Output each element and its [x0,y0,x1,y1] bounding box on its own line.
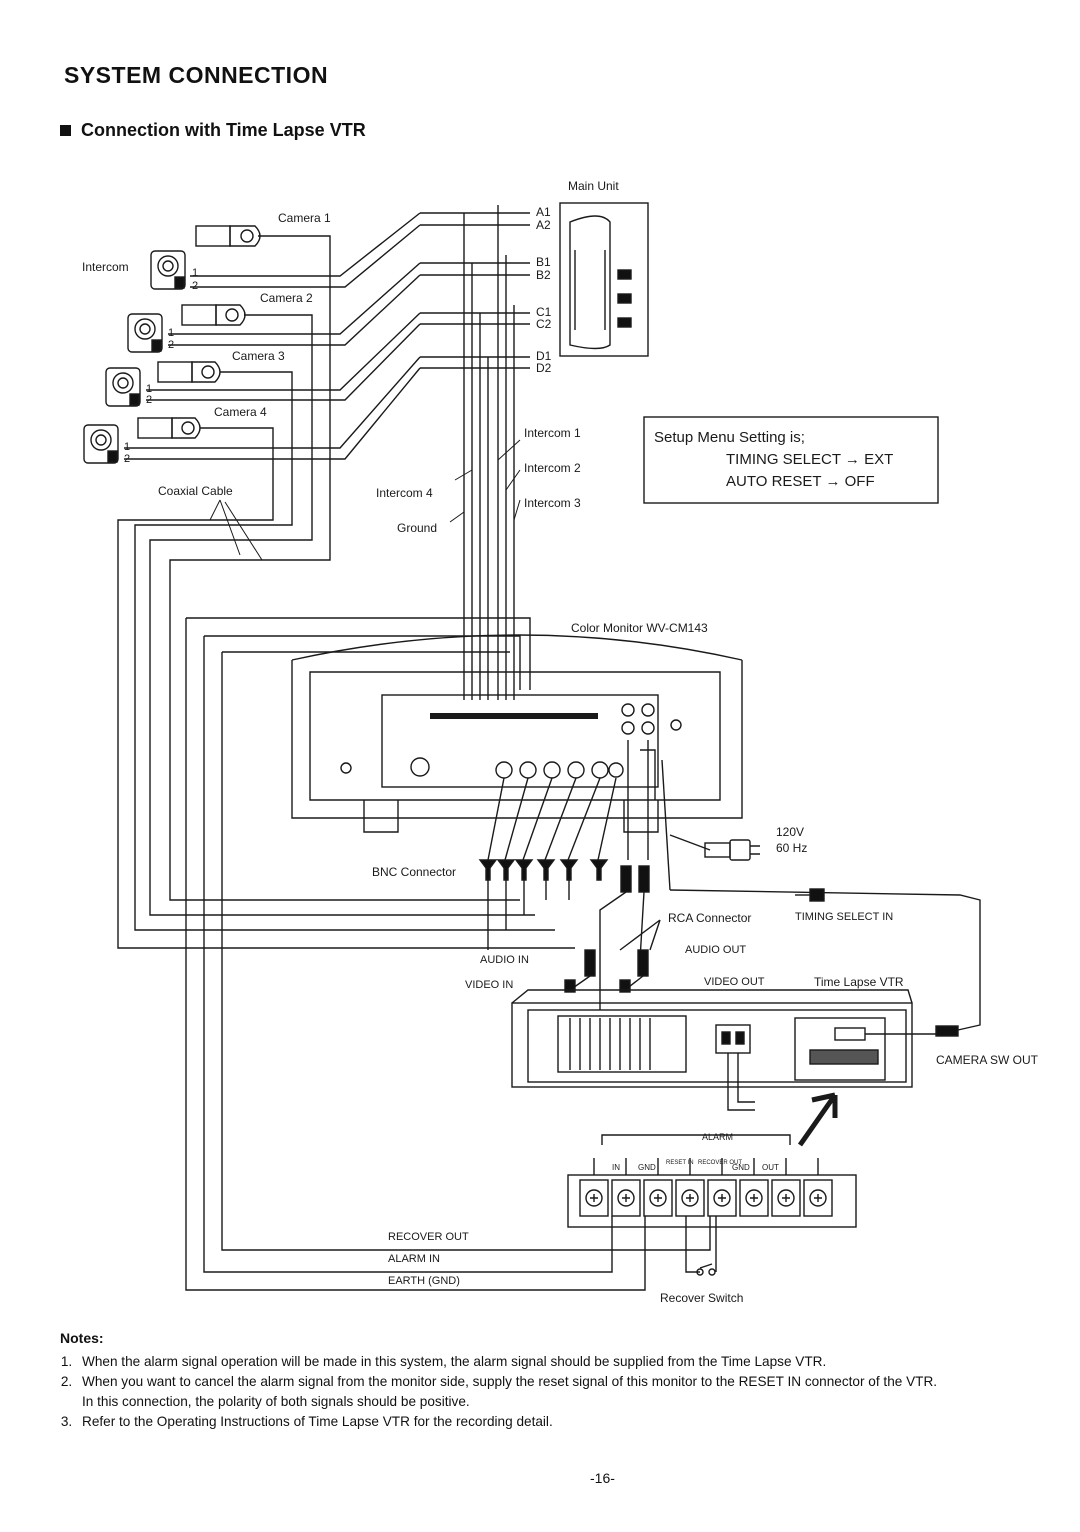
audio-out-label: AUDIO OUT [685,944,746,956]
rca-connectors [564,865,661,1010]
notes-heading: Notes: [60,1330,104,1346]
intercom-1-pin-2: 2 [192,280,198,292]
rca-connector-label: RCA Connector [668,911,751,925]
page-number: -16- [590,1470,615,1486]
intercom-2 [127,262,421,353]
terminal-gnd2-label: GND [732,1163,750,1172]
color-monitor-label: Color Monitor WV-CM143 [571,621,708,635]
power-frequency-label: 60 Hz [776,841,807,855]
camera-4-label: Camera 4 [214,405,267,419]
terminal-in-label: IN [612,1163,620,1172]
alarm-label: ALARM [702,1132,733,1142]
terminal-d2: D2 [536,361,552,375]
intercom-4 [83,356,421,464]
note-text: When you want to cancel the alarm signal… [82,1374,938,1389]
alarm-terminal-arrow [797,1092,838,1147]
monitor-rear-cables [186,617,981,1031]
terminal-out-label: OUT [762,1163,779,1172]
bnc-connectors [478,859,609,881]
intercom-3-pin-2: 2 [146,394,152,406]
alarm-in-label: ALARM IN [388,1253,440,1265]
setup-menu-heading: Setup Menu Setting is; [654,429,805,446]
intercom-3-pin-1: 1 [146,383,152,395]
video-out-label: VIDEO OUT [704,976,765,988]
intercom-2-line-label: Intercom 2 [524,461,581,475]
terminal-c2: C2 [536,317,552,331]
square-bullet-icon [60,125,71,136]
camera-1-label: Camera 1 [278,211,331,225]
section-heading-text: Connection with Time Lapse VTR [81,120,366,140]
main-unit-terminal-lines [420,205,530,700]
main-unit [559,202,649,357]
coaxial-cable-label: Coaxial Cable [158,484,233,498]
notes-list: When the alarm signal operation will be … [60,1352,1050,1432]
time-lapse-vtr-label: Time Lapse VTR [814,975,904,989]
connection-diagram: Main Unit A1 A2 B1 B2 C1 C2 D1 D2 Camera… [82,179,1039,1305]
note-item: When the alarm signal operation will be … [76,1352,1050,1372]
intercom-4-pin-2: 2 [124,453,130,465]
notes-section: Notes: When the alarm signal operation w… [60,1328,1050,1432]
note-text: Refer to the Operating Instructions of T… [82,1414,553,1429]
camera-2-label: Camera 2 [260,291,313,305]
note-extra-text: In this connection, the polarity of both… [82,1394,470,1409]
setup-menu-box [643,416,939,504]
bnc-connector-label: BNC Connector [372,865,456,879]
camera-4 [117,417,575,949]
note-item: When you want to cancel the alarm signal… [76,1372,1050,1412]
power-plug [704,839,760,861]
recover-switch-label: Recover Switch [660,1291,743,1305]
intercom-3-line-label: Intercom 3 [524,496,581,510]
audio-in-label: AUDIO IN [480,954,529,966]
camera-sw-out-label: CAMERA SW OUT [936,1053,1039,1067]
color-monitor [291,634,743,833]
timing-select-in-label: TIMING SELECT IN [795,911,893,923]
intercom-1-pin-1: 1 [192,267,198,279]
terminal-b1: B1 [536,255,551,269]
time-lapse-vtr [511,989,959,1111]
timing-select-plug [795,888,825,902]
terminal-d1: D1 [536,349,552,363]
camera-3-label: Camera 3 [232,349,285,363]
intercom-4-pin-1: 1 [124,441,130,453]
recover-out-label: RECOVER OUT [388,1231,469,1243]
intercom-label: Intercom [82,260,129,274]
intercom-2-pin-1: 1 [168,327,174,339]
terminal-gnd-label: GND [638,1163,656,1172]
page-title: SYSTEM CONNECTION [64,62,329,88]
terminal-c1: C1 [536,305,552,319]
camera-1 [169,225,520,901]
terminal-recover-out-label: RECOVER OUT [698,1160,742,1166]
intercom-4-line-label: Intercom 4 [376,486,433,500]
earth-gnd-label: EARTH (GND) [388,1275,460,1287]
video-in-label: VIDEO IN [465,979,513,991]
power-voltage-label: 120V [776,825,804,839]
intercom-1 [150,212,421,290]
terminal-a1: A1 [536,205,551,219]
main-unit-label: Main Unit [568,179,619,193]
intercom-2-pin-2: 2 [168,339,174,351]
alarm-terminal-block [567,1134,857,1228]
intercom-3 [105,312,421,407]
setup-auto-reset: AUTO RESET → OFF [726,473,875,490]
note-text: When the alarm signal operation will be … [82,1354,827,1369]
setup-timing-select: TIMING SELECT → EXT [726,451,893,468]
terminal-a2: A2 [536,218,551,232]
camera-2 [149,304,535,916]
camera-3 [134,361,555,931]
intercom-1-line-label: Intercom 1 [524,426,581,440]
ground-label: Ground [397,521,437,535]
terminal-b2: B2 [536,268,551,282]
terminal-reset-in-label: RESET IN [666,1160,694,1166]
section-heading: Connection with Time Lapse VTR [60,120,366,141]
note-item: Refer to the Operating Instructions of T… [76,1412,1050,1432]
